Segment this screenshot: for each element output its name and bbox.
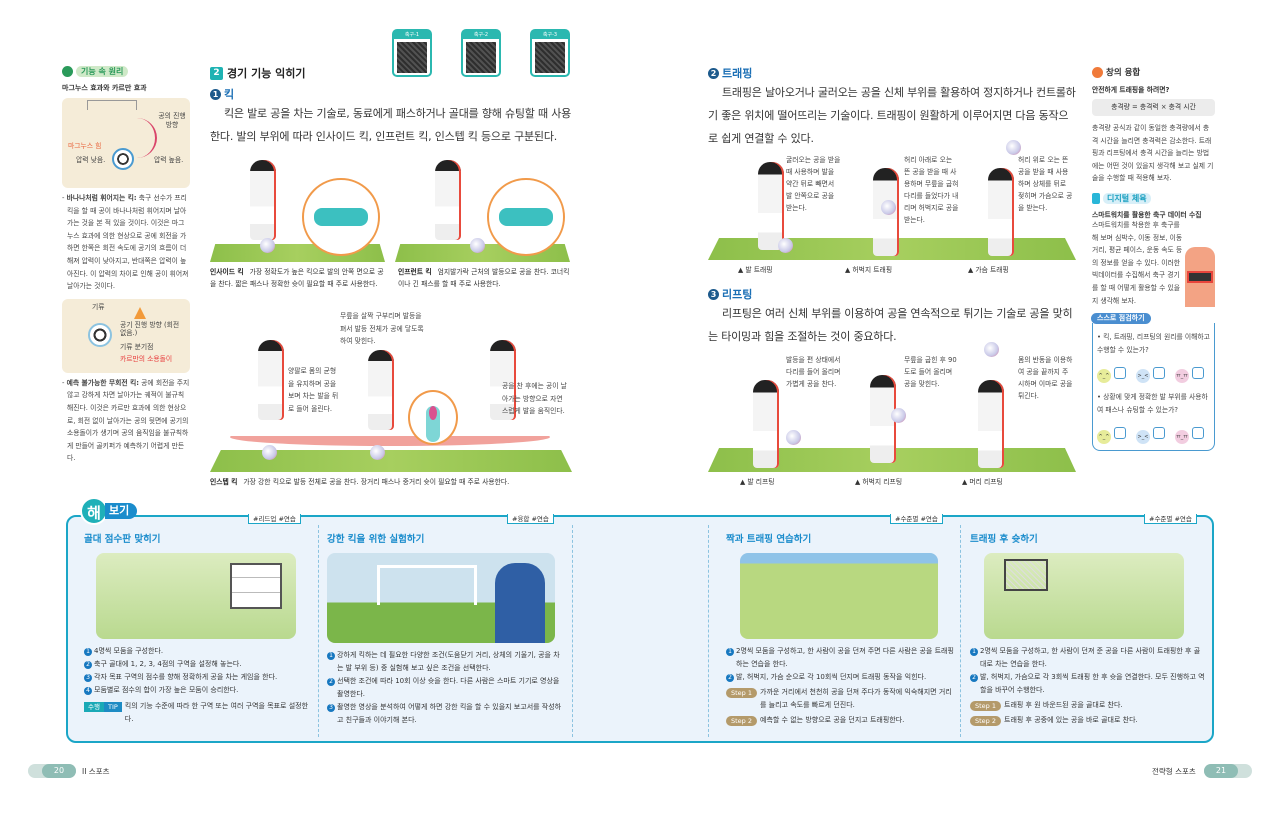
caption-chest-trapping: ▲ 가슴 트래핑 xyxy=(968,266,1009,274)
section-tag: #수준별 #연습 xyxy=(1144,514,1197,524)
creative-text: 충격량 공식과 같이 동일한 충격량에서 충격 시간을 늘리면 충격력은 감소한… xyxy=(1092,124,1214,183)
section-tag: #리드업 #연습 xyxy=(248,514,301,524)
activity-title: 짝과 트래핑 연습하기 xyxy=(726,534,812,545)
creative-subtitle: 안전하게 트래핑을 하려면? xyxy=(1092,86,1170,94)
arrow-up-icon xyxy=(134,306,146,319)
check-question-2: • 상황에 맞게 정확한 발 부위를 사용하여 패스나 슈팅할 수 있는가? xyxy=(1097,393,1208,414)
instep-kick-photo: 양팔로 몸의 균형을 유지하며 공을 보며 차는 발을 뒤로 들어 올린다. 무… xyxy=(210,310,575,472)
happy-face-icon: ^_^ xyxy=(1097,369,1111,384)
checkbox-good[interactable] xyxy=(1114,366,1126,379)
sad-face-icon: ㅠ_ㅠ xyxy=(1175,429,1189,444)
page-number-right: 21 xyxy=(1204,764,1238,778)
activity-title: 강한 킥을 위한 실험하기 xyxy=(327,534,425,545)
banana-kick-text: - 바나나처럼 휘어지는 킥: 축구 선수가 프리킥을 할 때 공이 바나나처럼… xyxy=(62,194,189,291)
footer-left-title: II 스포츠 xyxy=(82,767,110,776)
activity-title: 트래핑 후 슛하기 xyxy=(970,534,1038,545)
strong-kick-illustration xyxy=(327,553,555,643)
caption-thigh-trapping: ▲ 허벅지 트래핑 xyxy=(845,266,893,274)
qr-code-3[interactable]: 축구-3 xyxy=(530,29,570,77)
checkbox-ok[interactable] xyxy=(1153,366,1165,379)
kick-paragraph: 킥은 발로 공을 차는 기술로, 동료에게 패스하거나 골대를 향해 슈팅할 때… xyxy=(210,107,572,143)
self-check-label: 스스로 점검하기 xyxy=(1091,313,1151,325)
checkbox-good[interactable] xyxy=(1114,427,1126,439)
checkbox-poor[interactable] xyxy=(1192,366,1204,379)
qr-code-1[interactable]: 축구-1 xyxy=(392,29,432,77)
ball-icon xyxy=(112,148,134,170)
trapping-paragraph: 트래핑은 날아오거나 굴러오는 공을 신체 부위를 활용하여 정지하거나 컨트롤… xyxy=(708,86,1076,145)
checkbox-poor[interactable] xyxy=(1192,427,1204,439)
trap-shoot-illustration xyxy=(984,553,1184,639)
caption-foot-lifting: ▲ 발 리프팅 xyxy=(740,478,775,486)
right-sidebar: 창의 융합 안전하게 트래핑을 하려면? 충격량 = 충격력 × 충격 시간 충… xyxy=(1091,66,1215,451)
trapping-photos: 굴러오는 공을 받을 때 사용하며 발을 약간 뒤로 빼면서 발 안쪽으로 공을… xyxy=(708,140,1076,260)
smartphone-icon xyxy=(1092,192,1100,204)
footer-right-title: 전략형 스포츠 xyxy=(1152,767,1196,776)
magnus-diagram: 공의 진행 방향 마그누스 힘 압력 낮음. 압력 높음. xyxy=(62,98,190,188)
caption-foot-trapping: ▲ 발 트래핑 xyxy=(738,266,773,274)
checkbox-ok[interactable] xyxy=(1153,427,1165,439)
creative-header: 창의 융합 xyxy=(1092,66,1215,78)
principle-header: 기능 속 원리 xyxy=(62,66,190,77)
digital-header: 디지털 체육 xyxy=(1092,192,1215,204)
partner-trapping-illustration xyxy=(740,553,938,639)
section-tag: #수준별 #연습 xyxy=(890,514,943,524)
neutral-face-icon: >_< xyxy=(1136,369,1150,384)
check-question-1: • 킥, 트래핑, 리프팅의 원리를 이해하고 수행할 수 있는가? xyxy=(1097,333,1210,354)
principle-subtitle: 마그누스 효과와 카르만 효과 xyxy=(62,84,147,92)
qr-code-2[interactable]: 축구-2 xyxy=(461,29,501,77)
section-tag: #융합 #연습 xyxy=(507,514,554,524)
neutral-face-icon: >_< xyxy=(1136,429,1150,444)
digital-subtitle: 스마트워치를 활용한 축구 데이터 수집 xyxy=(1092,210,1202,219)
page-number-left: 20 xyxy=(42,764,76,778)
knuckle-kick-text: - 예측 불가능한 무회전 킥: 공에 회전을 주지 않고 강하게 차면 날아가… xyxy=(62,378,190,463)
left-sidebar: 기능 속 원리 마그누스 효과와 카르만 효과 공의 진행 방향 마그누스 힘 … xyxy=(62,66,190,465)
digital-text: 스마트워치를 착용한 후 축구를 해 보며 심박수, 이동 정보, 이동 거리,… xyxy=(1092,219,1215,307)
scoreboard-illustration xyxy=(96,553,296,639)
happy-face-icon: ^_^ xyxy=(1097,429,1111,444)
smartwatch-icon xyxy=(1185,246,1215,307)
inside-kick-photo xyxy=(210,150,385,262)
rating-row-1: ^_^ >_< ㅠ_ㅠ xyxy=(1097,362,1210,384)
rating-row-2: ^_^ >_< ㅠ_ㅠ xyxy=(1097,423,1210,444)
infront-kick-photo xyxy=(395,150,570,262)
activity-badge: 해 보기 xyxy=(80,497,138,525)
self-check-box: 스스로 점검하기 • 킥, 트래핑, 리프팅의 원리를 이해하고 수행할 수 있… xyxy=(1091,313,1215,451)
karman-diagram: 기류 공기 진행 방향 (회전 없음.) 기류 분기점 카르만의 소용돌이 xyxy=(62,298,190,373)
caption-thigh-lifting: ▲ 허벅지 리프팅 xyxy=(855,478,903,486)
caption-head-lifting: ▲ 머리 리프팅 xyxy=(962,478,1003,486)
sad-face-icon: ㅠ_ㅠ xyxy=(1175,369,1189,384)
impulse-formula: 충격량 = 충격력 × 충격 시간 xyxy=(1092,99,1215,116)
ball-icon xyxy=(88,322,112,347)
lightbulb-icon xyxy=(1092,66,1103,78)
lifting-paragraph: 리프팅은 여러 신체 부위를 이용하여 공을 연속적으로 튀기는 기술로 공을 … xyxy=(708,307,1073,343)
activity-title: 골대 점수판 맞히기 xyxy=(84,534,161,545)
magnifier-icon xyxy=(62,66,73,77)
lifting-photos: 발등을 편 상태에서 다리를 들어 올리며 가볍게 공을 찬다. 무릎을 굽힌 … xyxy=(708,340,1076,472)
